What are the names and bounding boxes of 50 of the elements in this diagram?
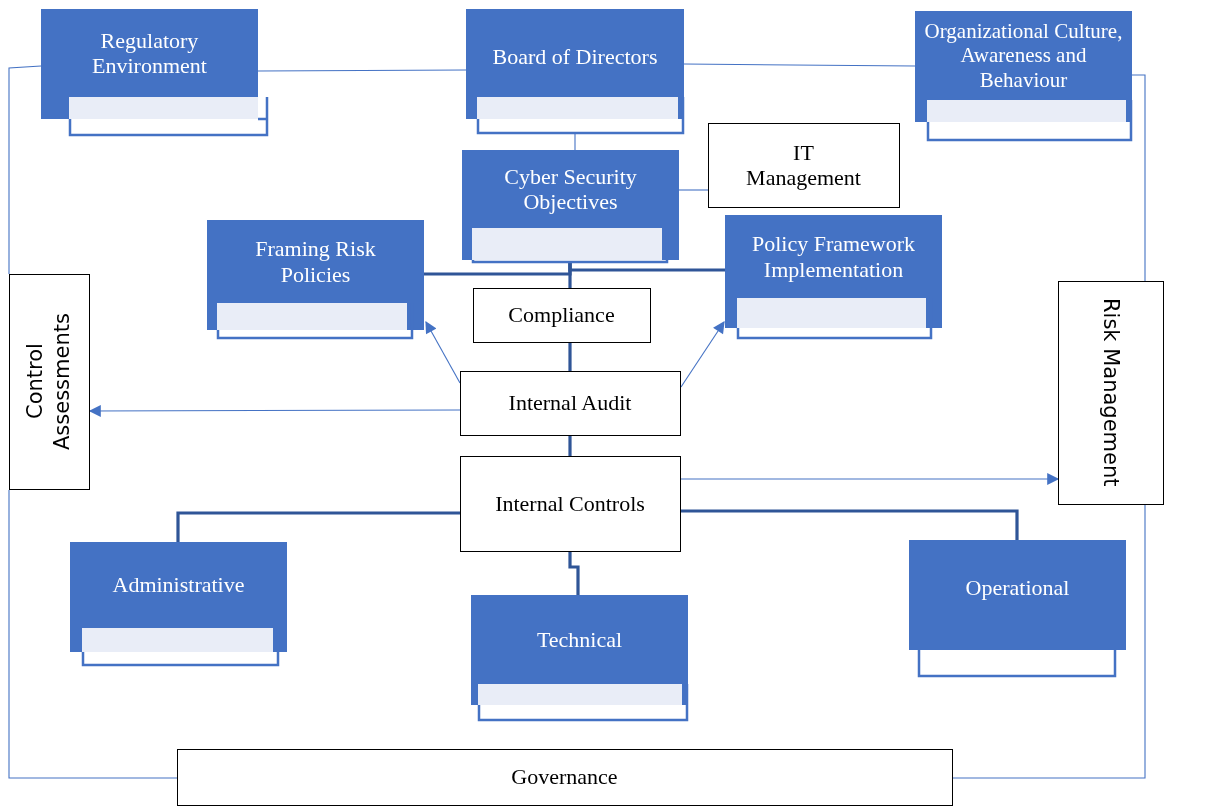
box-label: Technical [535, 625, 624, 654]
box-label: Administrative [111, 571, 246, 600]
box-label: Compliance [507, 301, 616, 330]
process-box [909, 540, 1126, 677]
text-box [9, 274, 90, 490]
connector-line [678, 189, 709, 191]
arrow [88, 404, 461, 417]
box-label: Governance [510, 763, 619, 792]
process-box [471, 595, 688, 721]
box-label: Board of Directors [491, 43, 659, 72]
text-box [708, 123, 900, 208]
connector-line [683, 63, 916, 67]
connector-line [8, 65, 42, 275]
box-label: Risk Management [1098, 297, 1125, 489]
connector-line [176, 511, 460, 542]
connector-line [1131, 74, 1146, 282]
arrow [680, 473, 1060, 485]
connector-line [681, 509, 1019, 540]
process-box [725, 215, 942, 339]
connector-line [568, 552, 580, 595]
process-box [462, 150, 679, 263]
box-label: Internal Audit [507, 389, 633, 418]
text-box [177, 749, 953, 806]
connector-line [952, 504, 1146, 779]
box-label: Framing Risk Policies [254, 235, 377, 289]
box-label: Cyber Security Objectives [503, 162, 638, 216]
box-label: Internal Controls [494, 489, 646, 518]
process-box [915, 11, 1132, 141]
box-label: IT Management [745, 138, 862, 192]
connector-line [568, 436, 572, 456]
connector-line [574, 133, 576, 151]
arrow [425, 320, 461, 384]
process-box [207, 220, 424, 339]
process-box [41, 9, 268, 136]
connector-line [568, 343, 572, 371]
process-box [70, 542, 287, 666]
connector-line [8, 489, 178, 779]
box-label: Control Assessments [21, 312, 75, 452]
text-box [473, 288, 651, 343]
box-label: Organizational Culture, Awareness and Behaviour [923, 18, 1124, 94]
process-box [466, 9, 684, 134]
connector-line [568, 263, 725, 272]
text-box [460, 456, 681, 552]
arrow [680, 321, 725, 388]
box-label: Regulatory Environment [91, 26, 208, 80]
connector-line [257, 69, 467, 72]
box-label: Policy Framework Implementation [750, 230, 917, 284]
text-box [1058, 281, 1164, 505]
box-label: Operational [964, 574, 1071, 603]
text-box [460, 371, 681, 436]
